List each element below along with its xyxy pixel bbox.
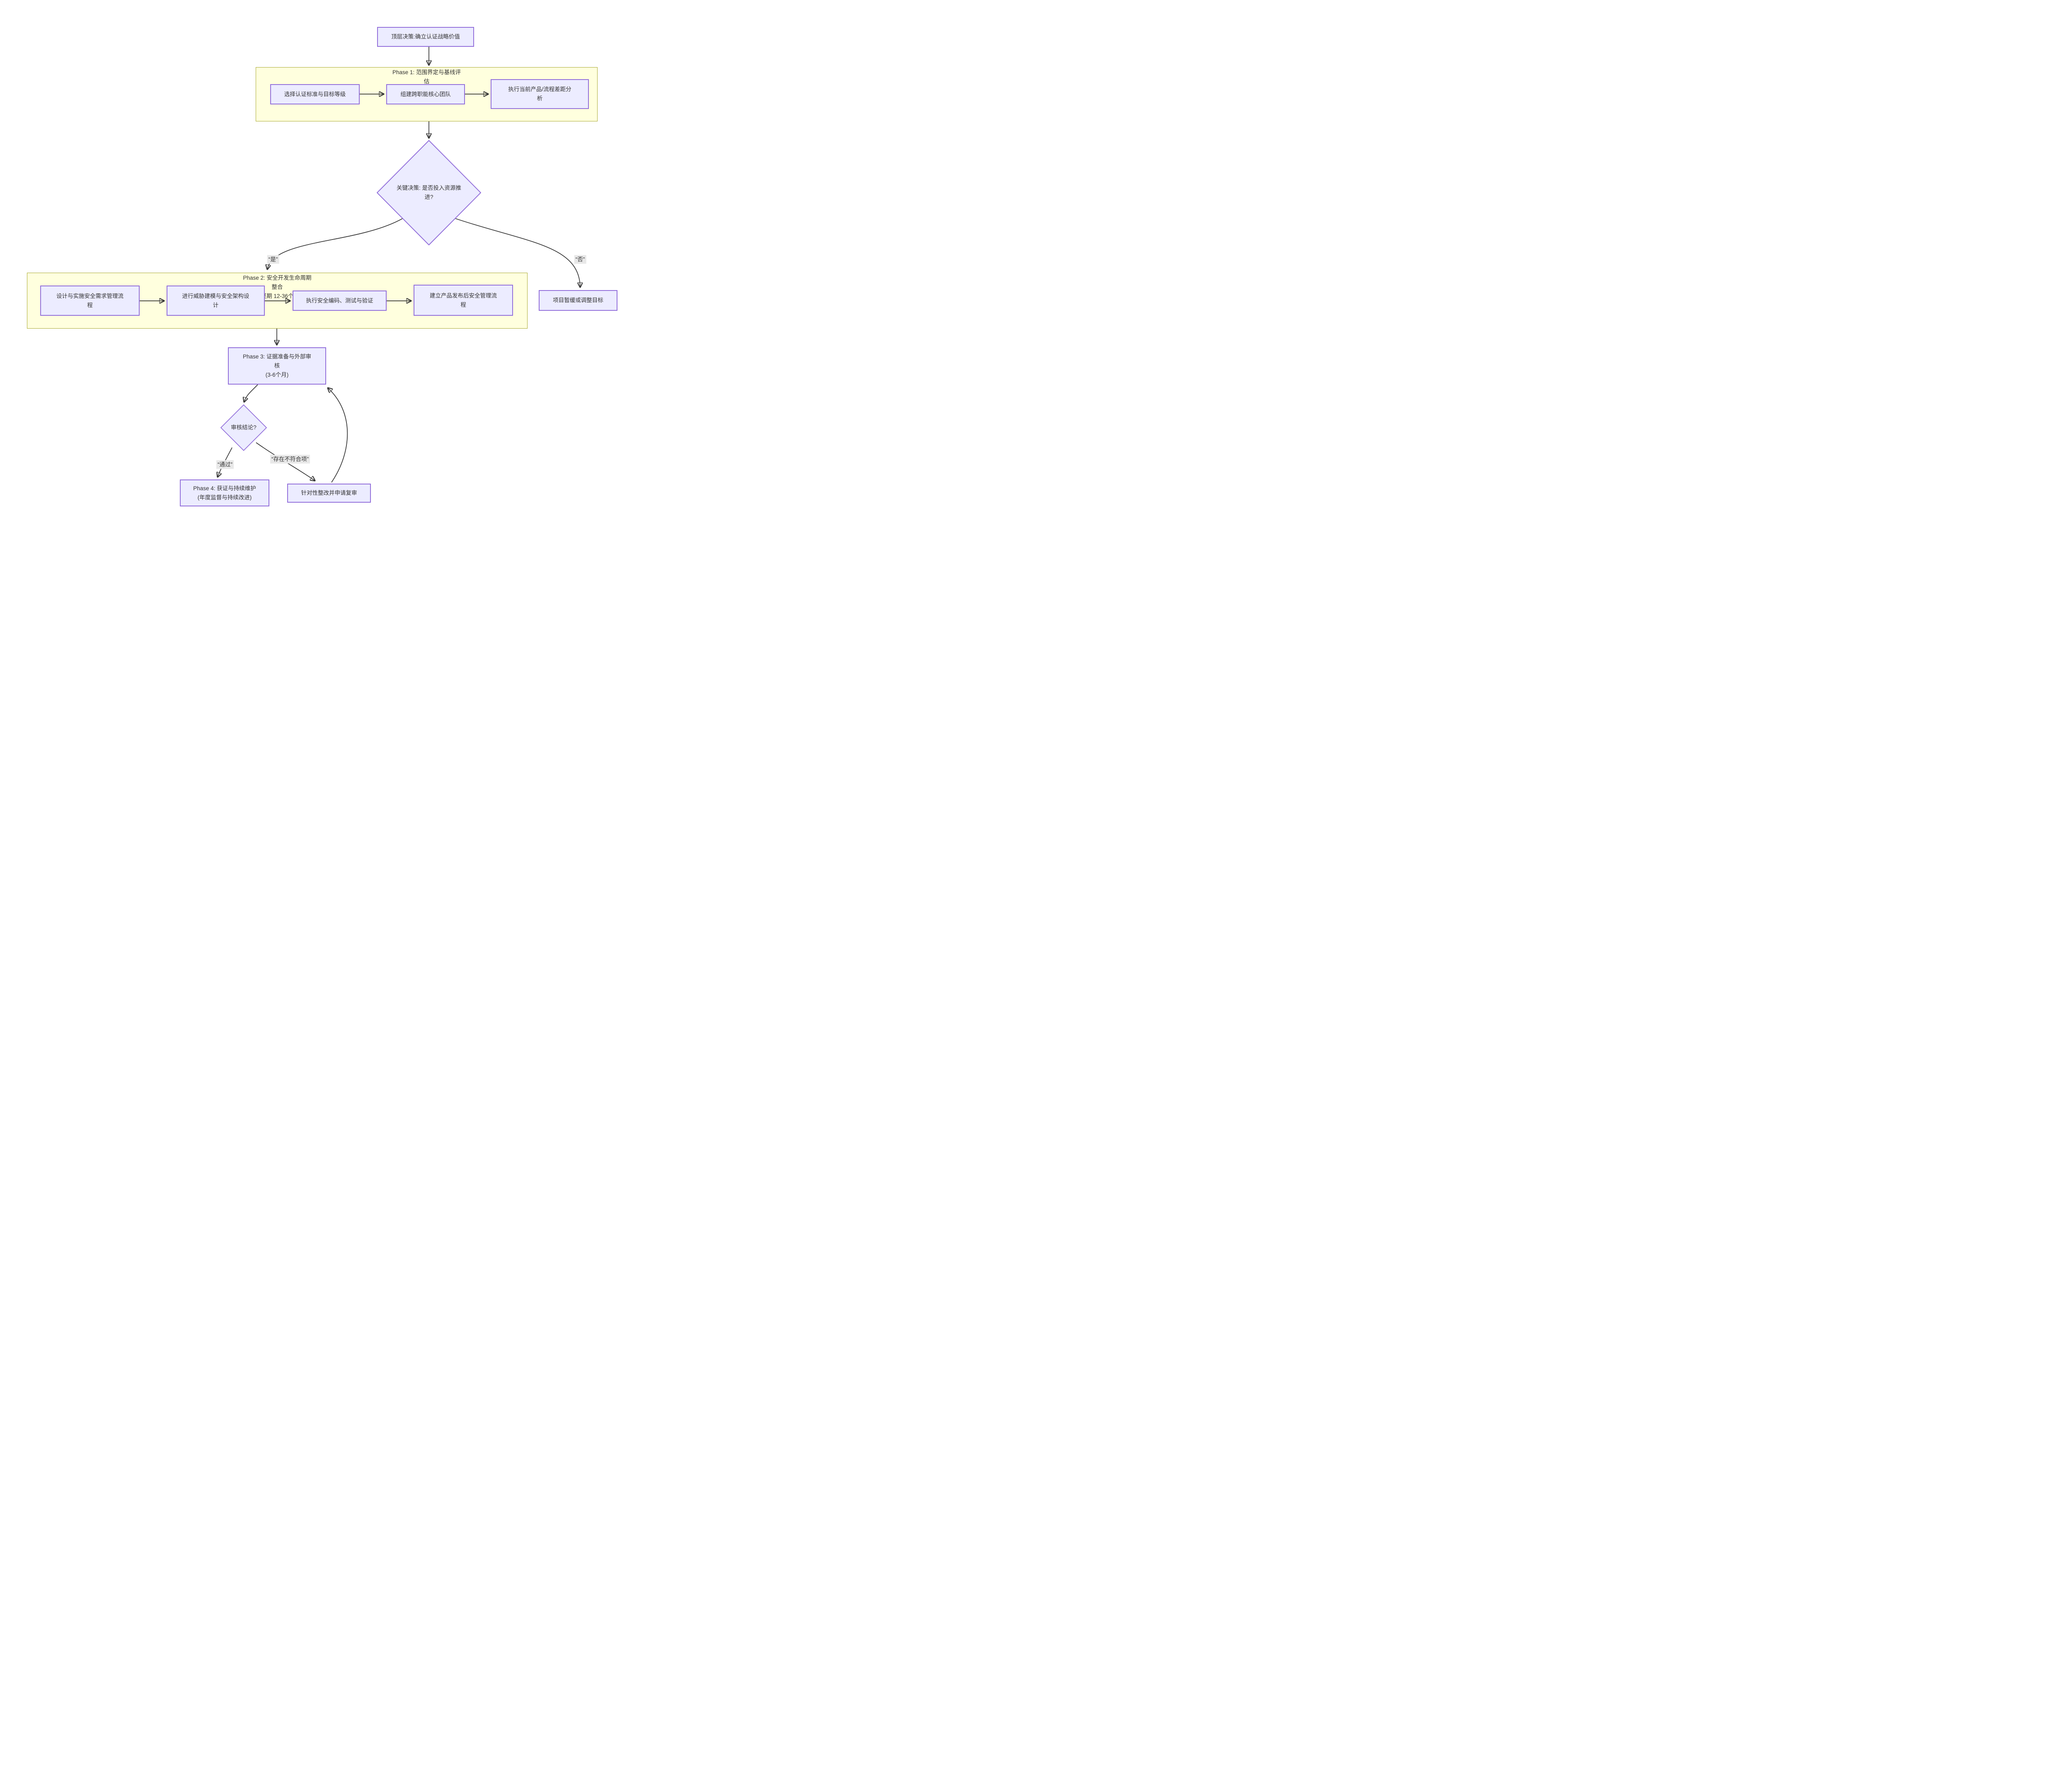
- node-threat-modeling: 进行威胁建模与安全架构设 计: [167, 286, 265, 316]
- edge-rectify-to-phase3: [328, 388, 348, 483]
- node-build-team: 组建跨职能核心团队: [386, 84, 465, 104]
- edge-phase3-to-audit: [244, 384, 258, 402]
- node-gap-analysis: 执行当前产品/流程差距分 析: [491, 79, 589, 109]
- flowchart-canvas: Phase 1: 范围界定与基线评 估 Phase 2: 安全开发生命周期 整合…: [0, 0, 640, 527]
- node-top-decision: 顶层决策:确立认证战略价值: [377, 27, 474, 47]
- diamond-audit-result-label: 审核结论?: [231, 424, 257, 431]
- edge-label-yes: “是”: [267, 255, 279, 264]
- node-rectify: 针对性整改并申请复审: [287, 484, 371, 503]
- edge-label-no: “否”: [574, 255, 586, 264]
- node-secure-coding: 执行安全编码、测试与验证: [293, 290, 387, 311]
- diamond-audit-result: 审核结论?: [220, 404, 267, 451]
- node-post-release: 建立产品发布后安全管理流 程: [414, 285, 513, 316]
- node-phase4: Phase 4: 获证与持续维护 (年度监督与持续改进): [180, 479, 269, 506]
- edge-audit-fail-to-rectify: [256, 442, 315, 481]
- diamond-key-decision: 关键决策: 是否投入资源推 进?: [377, 140, 481, 245]
- node-project-pause: 项目暂缓或调整目标: [539, 290, 617, 311]
- node-phase3: Phase 3: 证据准备与外部审 核 (3-6个月): [228, 347, 326, 385]
- node-select-standard: 选择认证标准与目标等级: [270, 84, 360, 104]
- edge-label-pass: “通过”: [216, 460, 234, 469]
- diamond-key-decision-label: 关键决策: 是否投入资源推 进?: [396, 185, 461, 200]
- edge-decision-no-to-pause: [455, 218, 580, 287]
- node-design-requirements: 设计与实施安全需求管理流 程: [40, 286, 140, 316]
- cluster-phase1-title: Phase 1: 范围界定与基线评 估: [392, 69, 461, 85]
- edge-label-nonconform: “存在不符合项”: [270, 455, 310, 464]
